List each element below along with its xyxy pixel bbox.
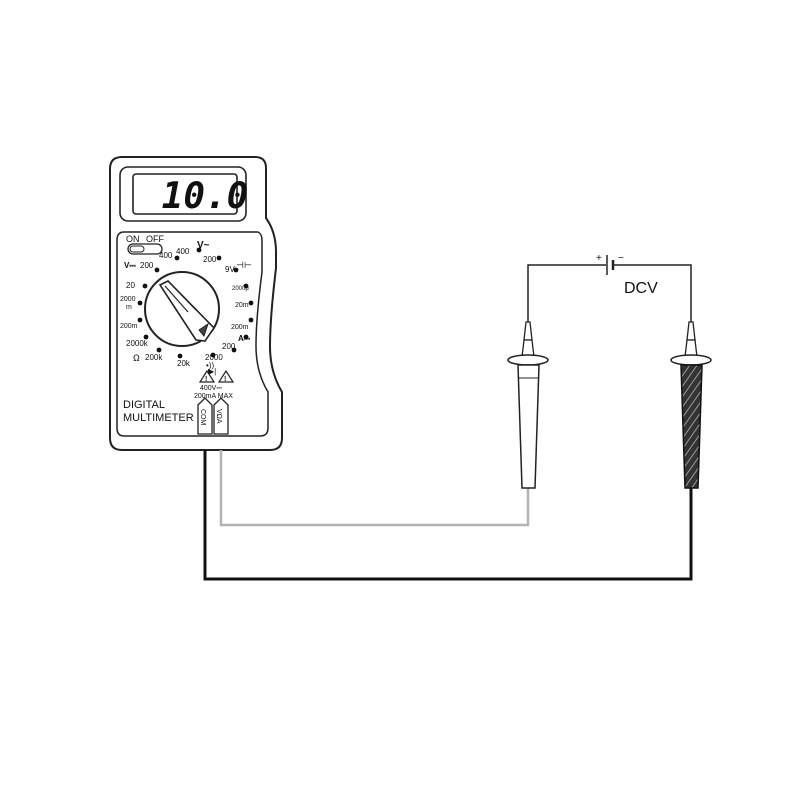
source-minus: −: [618, 253, 624, 264]
probe-tip-cone: [686, 321, 696, 341]
brand-line-2: MULTIMETER: [123, 412, 194, 424]
dc-source: + − DCV: [527, 253, 692, 305]
jack-vohma-arrow: [213, 397, 229, 435]
svg-text:!: !: [224, 376, 226, 383]
dial-dot: [210, 352, 216, 358]
dial-dot: [137, 317, 143, 323]
warning-voltage: 400V⎓: [200, 385, 222, 392]
dial-dot: [196, 247, 202, 253]
svg-text:!: !: [205, 376, 207, 383]
dial-dot: [243, 334, 249, 340]
battery-icon: ⊣⊢: [236, 260, 252, 270]
jack-com[interactable]: COM: [197, 397, 213, 435]
dial-label-ohm-2000: 2000: [205, 353, 223, 362]
dial-dot: [142, 283, 148, 289]
continuity-icon: •)): [206, 361, 214, 370]
source-plus: +: [596, 253, 602, 264]
jack-vohma-label: VΩA: [215, 409, 222, 424]
dial-label-dca-200: 200: [222, 342, 236, 351]
dial-label-hfe: 2000μ: [232, 286, 249, 292]
dial-dot: [231, 347, 237, 353]
jack-com-label: COM: [199, 409, 206, 426]
dial-dot: [137, 300, 143, 306]
diode-icon: ▶|: [208, 367, 216, 376]
power-off-label: OFF: [146, 234, 164, 244]
dial-labels: V~ 400 200 9V ⊣⊢ V⎓ 200 400 20 2000 m 20…: [120, 240, 252, 376]
dial-label-dcv-2000m-a: 2000: [120, 296, 136, 303]
probe-tip-cone: [523, 321, 533, 341]
probe-handle: [517, 364, 540, 489]
dial-label-ohm-symbol: Ω: [133, 353, 140, 363]
dial-dot: [143, 334, 149, 340]
rotary-selector-knob[interactable]: [144, 271, 220, 347]
dial-label-dcv-200: 200: [140, 261, 154, 270]
dial-label-ohm-20k: 20k: [177, 359, 191, 368]
dial-dot: [174, 255, 180, 261]
dial-dot: [216, 255, 222, 261]
dial-dots: [137, 247, 254, 359]
power-on-label: ON: [126, 234, 140, 244]
dial-label-dca-symbol: A⎓: [238, 334, 251, 343]
dial-dot: [243, 283, 249, 289]
multimeter: 10.0 ON OFF V~ 400: [109, 156, 283, 451]
lcd-screen: [132, 173, 238, 215]
dial-dot: [177, 353, 183, 359]
dial-dot: [156, 347, 162, 353]
knob-grip: [164, 282, 197, 313]
dial-label-dca-200m: 200m: [231, 324, 249, 331]
lcd-reading: 10.0: [162, 176, 249, 217]
jack-vohma[interactable]: VΩA: [213, 397, 229, 435]
positive-lead-wire: [219, 450, 530, 527]
source-wire-left: [527, 264, 606, 305]
common-lead-wire: [203, 450, 693, 581]
dial-label-ohm-200k: 200k: [145, 353, 163, 362]
dial-label-vac: V~: [197, 240, 210, 251]
power-switch-slider: [129, 245, 145, 253]
dial-label-dcv-2000m-b: m: [126, 304, 132, 311]
dial-label-dca-20m: 20m: [235, 302, 249, 309]
dial-label-vac-400: 400: [176, 247, 190, 256]
dial-label-dcv-20: 20: [126, 281, 135, 290]
common-probe[interactable]: [670, 305, 712, 489]
dial-dot: [248, 317, 254, 323]
probe-handle: [680, 364, 703, 489]
warning-current: 200mA MAX: [194, 393, 233, 400]
warning-icon: [198, 369, 216, 383]
source-wire-right: [614, 264, 692, 305]
knob-indicator: [198, 322, 209, 338]
source-label: DCV: [624, 280, 658, 297]
warning-icon: [217, 369, 235, 383]
brand-line-1: DIGITAL: [123, 399, 165, 411]
dial-dot: [154, 267, 160, 273]
dial-label-dcv: V⎓: [124, 261, 136, 270]
probe-guard: [670, 354, 712, 366]
dial-dot: [233, 267, 239, 273]
dial-label-9v: 9V: [225, 265, 235, 274]
probe-guard: [507, 354, 549, 366]
dial-label-ohm-2000k: 2000k: [126, 339, 149, 348]
dial-dot: [248, 300, 254, 306]
dial-label-vac-200: 200: [203, 255, 217, 264]
jack-com-arrow: [197, 397, 213, 435]
warning-area: ! ! 400V⎓ 200mA MAX: [194, 369, 235, 400]
positive-probe[interactable]: [507, 305, 549, 489]
dial-label-dcv-400: 400: [159, 251, 173, 260]
dial-label-dcv-200m: 200m: [120, 323, 138, 330]
